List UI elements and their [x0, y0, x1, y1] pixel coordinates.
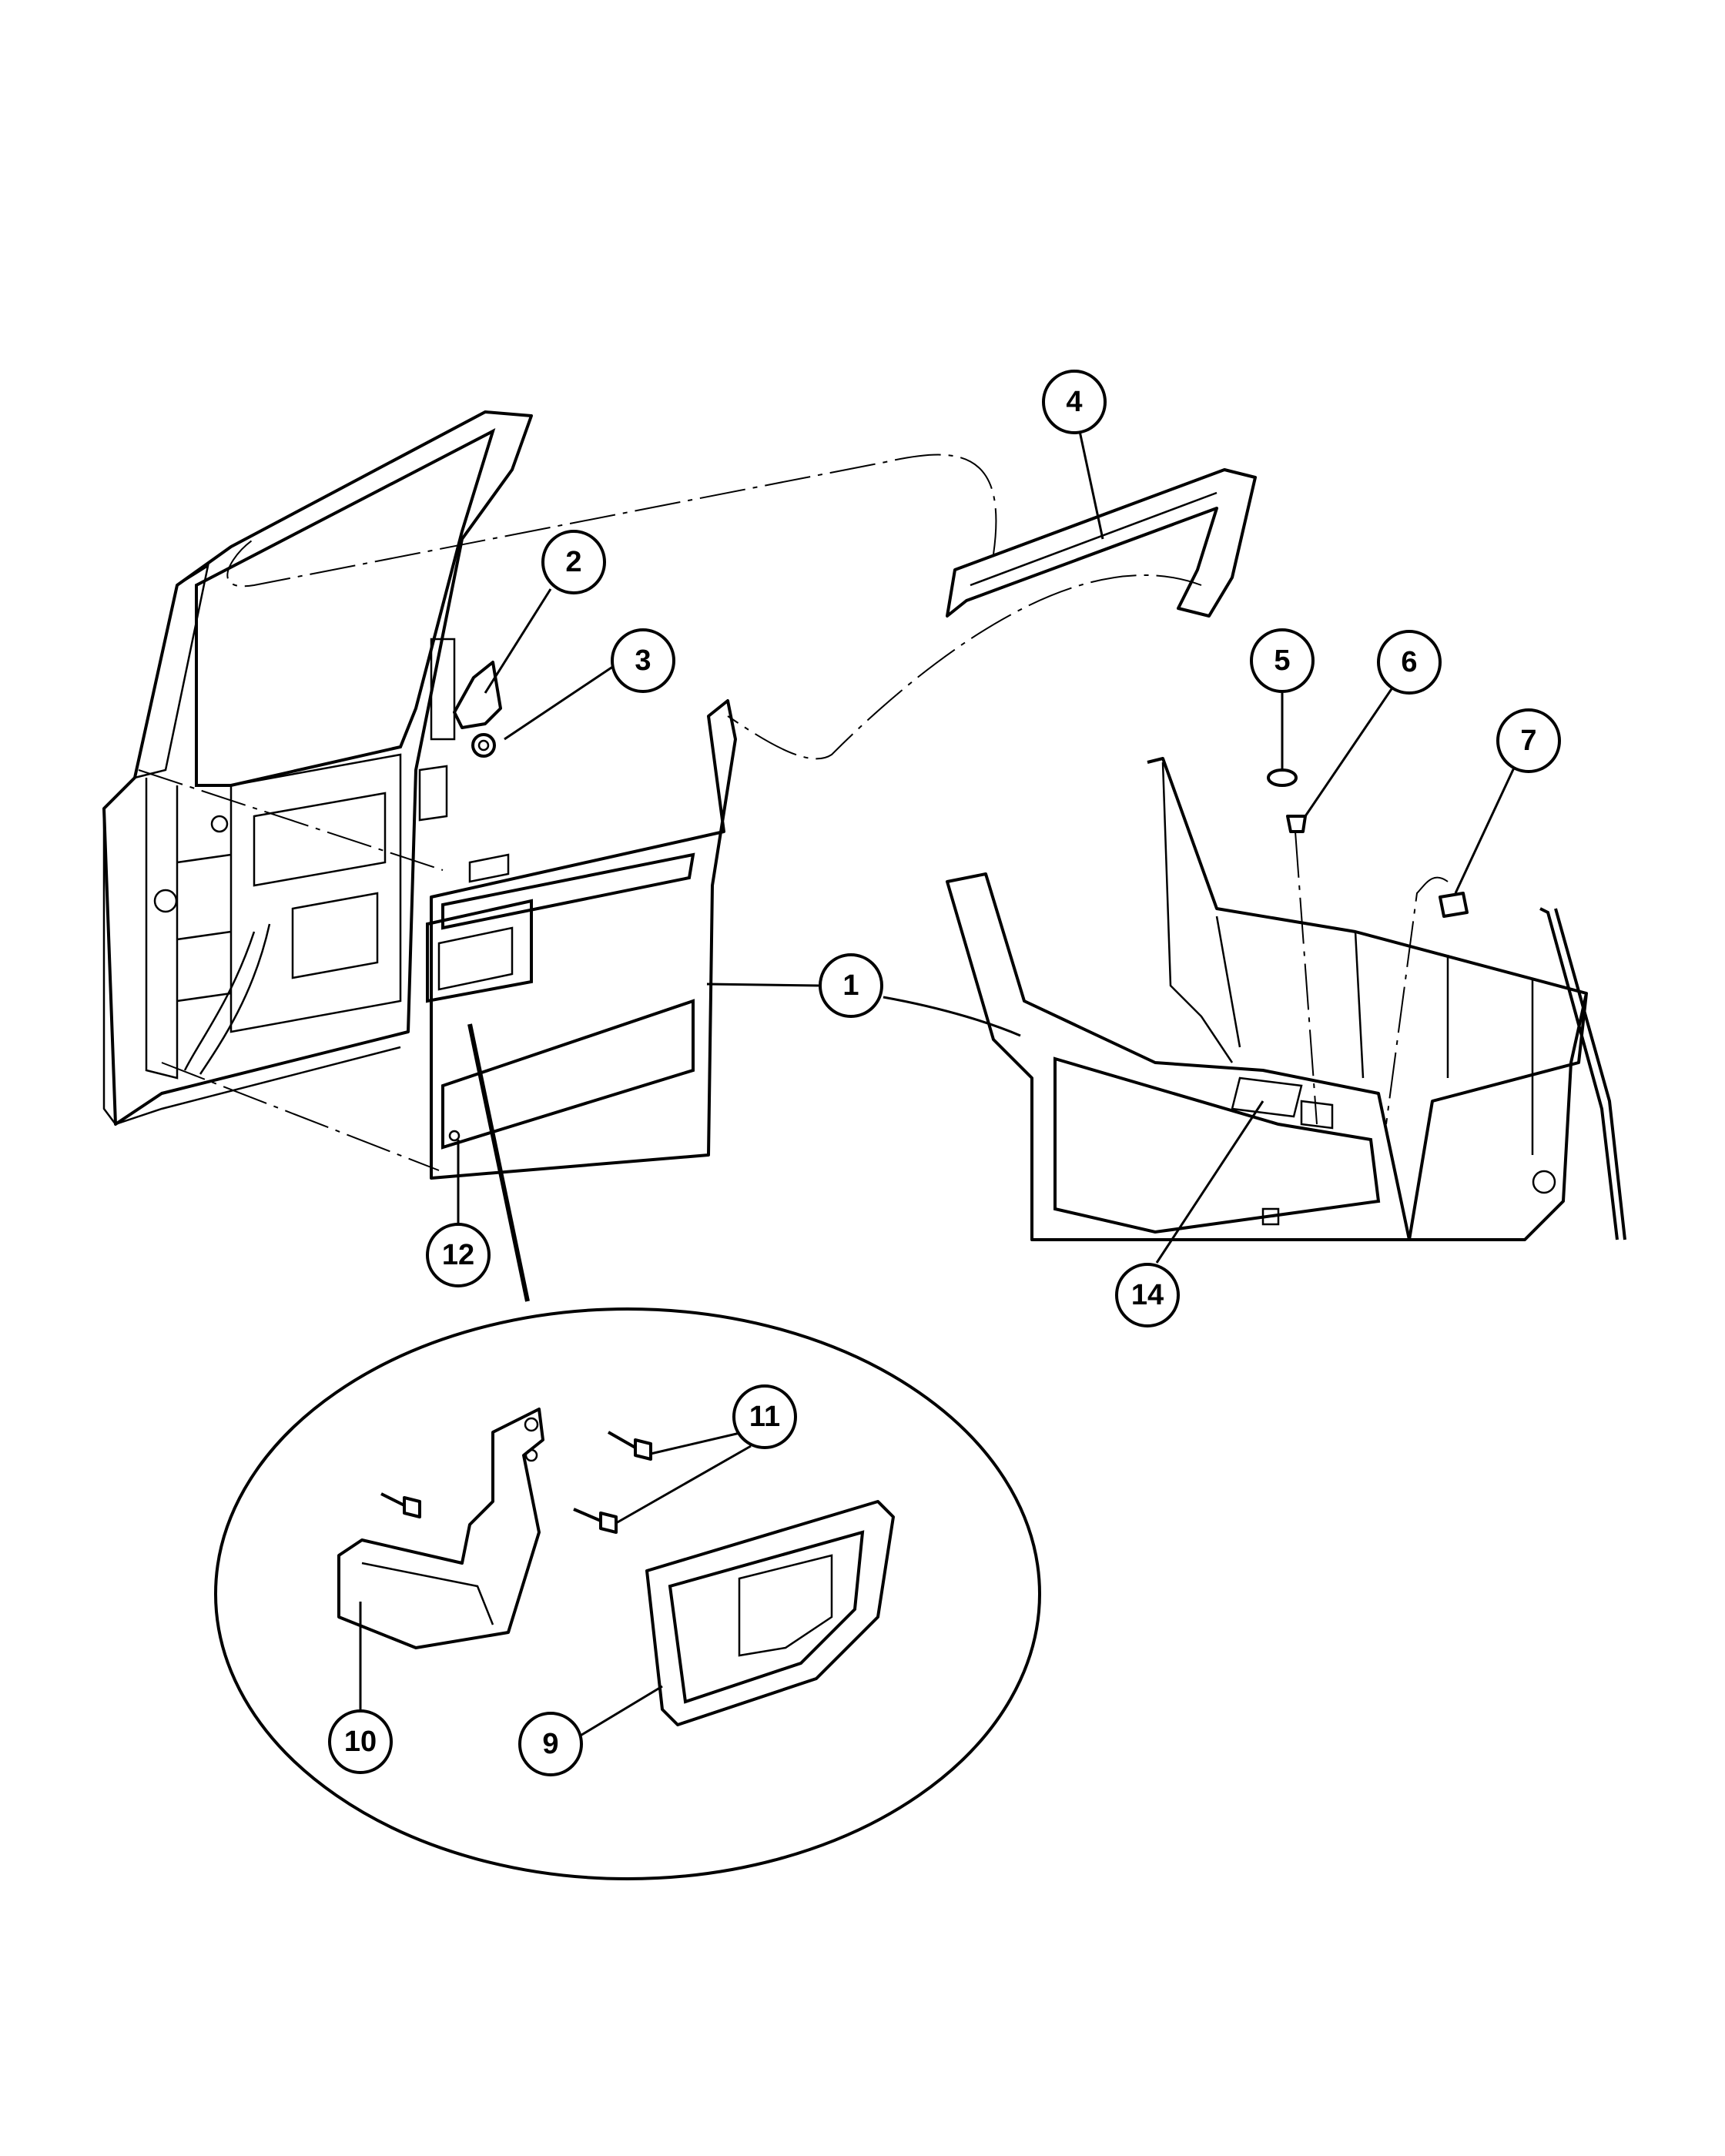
- leader-3: [504, 665, 615, 741]
- bracket-part-2: [453, 661, 502, 729]
- installed-door-view: [946, 757, 1626, 1241]
- weatherstrip-part-4: [946, 468, 1257, 618]
- handle-bezel-part-9: [645, 1500, 895, 1726]
- callout-1-label: 1: [842, 969, 859, 1002]
- leader-11b: [615, 1445, 752, 1525]
- leader-1b: [883, 996, 1021, 1037]
- door-frame-left: [102, 410, 533, 1126]
- callout-2: 2: [541, 530, 606, 594]
- callout-11-label: 11: [749, 1401, 780, 1433]
- leader-9: [578, 1685, 663, 1738]
- callout-11: 11: [732, 1384, 797, 1449]
- screws-part-11: [380, 1431, 652, 1534]
- detail-pointer-line: [467, 1023, 530, 1302]
- callout-9: 9: [518, 1712, 583, 1776]
- leader-1a: [706, 983, 819, 987]
- callout-6: 6: [1377, 630, 1442, 695]
- leader-4: [1078, 430, 1104, 540]
- callout-3-label: 3: [635, 644, 651, 677]
- dashed-line-fastener-7: [1385, 876, 1449, 1125]
- detail-ellipse: [214, 1307, 1041, 1880]
- leader-7: [1454, 765, 1516, 894]
- callout-4-label: 4: [1066, 386, 1082, 418]
- door-trim-panel: [426, 699, 737, 1180]
- fastener-part-7: [1439, 892, 1469, 918]
- dashed-line-panel-left: [138, 769, 444, 871]
- leader-6: [1304, 677, 1401, 817]
- handle-bracket-part-10: [337, 1408, 544, 1649]
- clip-part-6: [1286, 815, 1307, 833]
- callout-12-label: 12: [442, 1239, 474, 1271]
- dashed-line-clip-6: [1295, 831, 1318, 1125]
- dashed-line-weatherstrip: [226, 454, 997, 588]
- callout-2-label: 2: [565, 546, 581, 578]
- leader-14: [1155, 1100, 1264, 1264]
- leader-2: [484, 588, 552, 694]
- nut-part-3: [471, 733, 496, 758]
- leader-11a: [650, 1431, 744, 1455]
- callout-1: 1: [819, 953, 883, 1018]
- callout-3: 3: [611, 628, 675, 693]
- callout-12: 12: [426, 1223, 491, 1287]
- callout-10: 10: [328, 1709, 393, 1774]
- callout-5-label: 5: [1274, 644, 1290, 677]
- callout-14-label: 14: [1131, 1279, 1164, 1311]
- callout-10-label: 10: [344, 1726, 377, 1758]
- callout-7: 7: [1496, 708, 1561, 773]
- dashed-line-panel-bottom: [161, 1062, 440, 1171]
- callout-7-label: 7: [1520, 725, 1536, 757]
- callout-14: 14: [1115, 1263, 1180, 1327]
- plug-part-5: [1267, 768, 1298, 787]
- callout-9-label: 9: [542, 1728, 558, 1760]
- dashed-line-panel-top: [727, 574, 1202, 760]
- callout-4: 4: [1042, 370, 1107, 434]
- callout-5: 5: [1250, 628, 1315, 693]
- callout-6-label: 6: [1401, 646, 1417, 678]
